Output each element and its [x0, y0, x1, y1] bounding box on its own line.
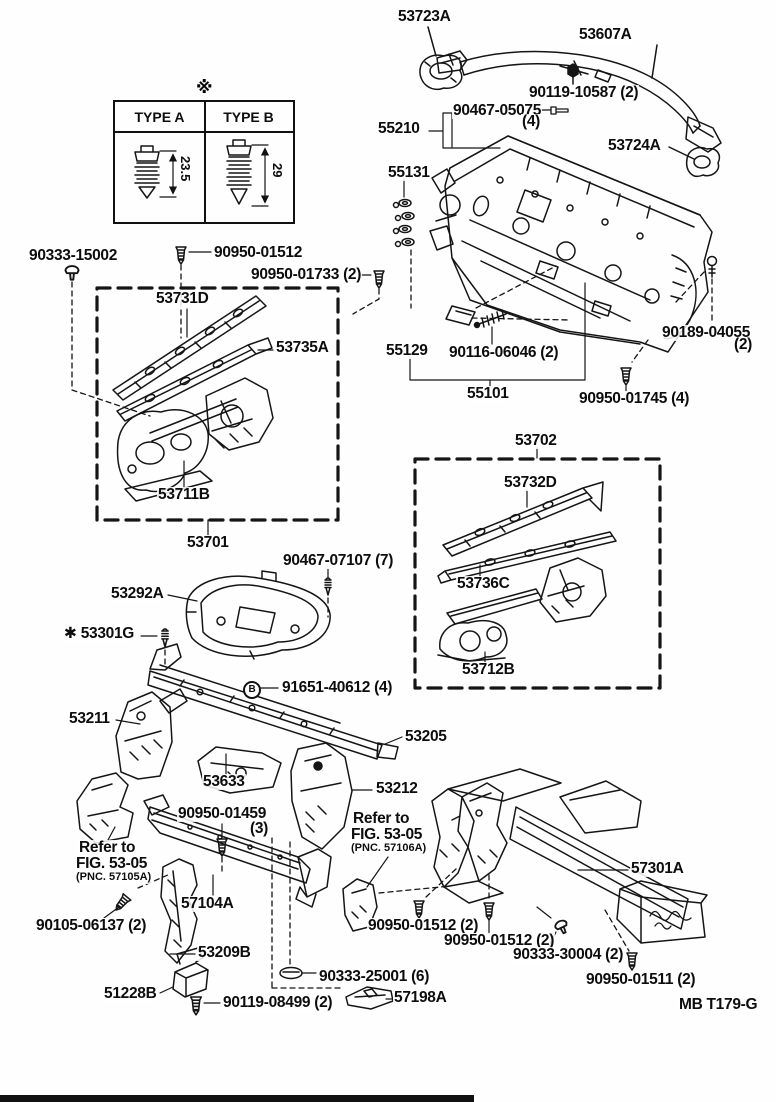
bolt-90119-10587-icon — [567, 63, 579, 85]
part-label-53205: 53205 — [404, 728, 448, 746]
part-label-53732d: 53732D — [503, 474, 558, 492]
dimension-type-a: 23.5 — [178, 156, 193, 182]
part-label-90467-07107-7: 90467-07107 (7) — [282, 552, 395, 570]
part-55101-dash-panel — [428, 106, 713, 353]
part-label-90189-04055: 90189-04055 — [661, 324, 752, 342]
part-label-refer-to: Refer to — [352, 810, 411, 828]
drawing-code: MB T179-G — [678, 996, 759, 1014]
legend-note-symbol: ※ — [196, 78, 213, 97]
screw-90119-08499-icon — [189, 996, 221, 1016]
part-label-53212: 53212 — [375, 780, 419, 798]
assembly-box-53701 — [95, 286, 340, 536]
part-label-pnc-57106a: (PNC. 57106A) — [350, 842, 428, 855]
type-legend-table: TYPE A TYPE B — [113, 100, 295, 224]
legend-type-a-header: TYPE A — [134, 108, 185, 125]
part-label-57198a: 57198A — [393, 989, 448, 1007]
part-label-53712b: 53712B — [461, 661, 516, 679]
part-label-b: B — [243, 681, 261, 699]
part-label-53723a: 53723A — [397, 8, 452, 26]
screw-90950-01511-icon — [604, 909, 638, 971]
leader-55101 — [409, 282, 586, 387]
part-label-90467-05075: 90467-05075 — [452, 102, 543, 120]
stud-53301g-icon — [140, 628, 169, 667]
part-ref-57106a-bracket — [342, 856, 452, 932]
legend-type-b-header: TYPE B — [223, 108, 274, 125]
part-label-90116-06046-2: 90116-06046 (2) — [448, 344, 560, 362]
part-53724a-gasket — [668, 146, 721, 177]
part-label-90950-01745-4: 90950-01745 (4) — [578, 390, 691, 408]
part-label-53211: 53211 — [68, 710, 111, 728]
part-label-90333-15002: 90333-15002 — [28, 247, 119, 265]
part-label-90950-01512-2: 90950-01512 (2) — [443, 932, 556, 950]
part-label-53633: 53633 — [202, 773, 246, 791]
bolt-90116-06046-icon — [473, 309, 507, 345]
part-label-53701: 53701 — [186, 534, 230, 552]
screw-90950-01512-bottom-icons — [413, 868, 495, 934]
legend-screw-type-a — [134, 145, 178, 199]
part-label-55129: 55129 — [385, 342, 429, 360]
part-label-90119-10587-2: 90119-10587 (2) — [528, 84, 640, 102]
part-label-refer-to: Refer to — [78, 839, 137, 857]
part-label-90950-01512: 90950-01512 — [213, 244, 304, 262]
part-ref-57105a-bracket — [76, 772, 134, 844]
part-53723a-gasket — [419, 54, 463, 90]
part-57198a-plate — [345, 986, 394, 1010]
bolt-90105-06137-icon — [103, 873, 171, 919]
part-label-90119-08499-2: 90119-08499 (2) — [222, 994, 334, 1012]
assembly-box-53702 — [413, 447, 662, 690]
part-label-90950-01459: 90950-01459 — [177, 805, 268, 823]
part-label-90950-01512-2: 90950-01512 (2) — [367, 917, 480, 935]
part-label-53711b: 53711B — [157, 486, 211, 504]
part-label-90950-01733-2: 90950-01733 (2) — [250, 266, 363, 284]
legend-column-divider — [204, 102, 206, 222]
part-label-fig-53-05: FIG. 53-05 — [75, 855, 149, 873]
part-label-90950-01511-2: 90950-01511 (2) — [585, 971, 697, 989]
dimension-type-b: 29 — [270, 163, 285, 178]
part-53292a-shield — [167, 570, 331, 660]
screw-90950-01745-icon — [620, 339, 649, 392]
part-label-51228b: 51228B — [103, 985, 158, 1003]
part-53212-bracket — [290, 742, 373, 850]
screw-90950-01459-icon — [216, 823, 228, 876]
part-label-53209b: 53209B — [197, 944, 252, 962]
part-label-55101: 55101 — [466, 385, 510, 403]
stud-90467-07107-icon — [324, 568, 332, 618]
legend-screw-type-b — [226, 139, 270, 207]
part-label-55131: 55131 — [387, 164, 431, 182]
part-label-53702: 53702 — [514, 432, 558, 450]
grommet-90333-25001-icon — [271, 837, 343, 989]
part-label-4: (4) — [521, 113, 542, 131]
part-label-53607a: 53607A — [578, 26, 633, 44]
part-label-57104a: 57104A — [180, 895, 235, 913]
part-label-2: (2) — [733, 336, 754, 354]
part-55131-grommets — [392, 178, 415, 309]
part-label-53724a: 53724A — [607, 137, 662, 155]
part-label-53735a: 53735A — [275, 339, 330, 357]
part-label-57301a: 57301A — [630, 860, 685, 878]
part-label-90105-06137-2: 90105-06137 (2) — [35, 917, 148, 935]
part-53209b-bracket — [160, 858, 198, 964]
part-label-90333-25001-6: 90333-25001 (6) — [318, 968, 431, 986]
part-label-91651-40612-4: 91651-40612 (4) — [281, 679, 394, 697]
part-label-pnc-57105a: (PNC. 57105A) — [75, 871, 153, 884]
part-55129-reinforcement — [445, 265, 571, 326]
part-label-53731d: 53731D — [155, 290, 210, 308]
part-label-53292a: 53292A — [110, 585, 165, 603]
part-label-53736c: 53736C — [456, 575, 511, 593]
part-label-3: (3) — [249, 820, 270, 838]
part-label-55210: 55210 — [377, 120, 421, 138]
part-label-fig-53-05: FIG. 53-05 — [350, 826, 424, 844]
bottom-scan-artifact — [0, 1095, 474, 1102]
part-label-53301g: ✱ 53301G — [63, 625, 136, 643]
part-53211-bracket — [115, 688, 188, 780]
part-label-90333-30004-2: 90333-30004 (2) — [512, 946, 625, 964]
bolt-90189-04055-icon — [675, 255, 718, 323]
